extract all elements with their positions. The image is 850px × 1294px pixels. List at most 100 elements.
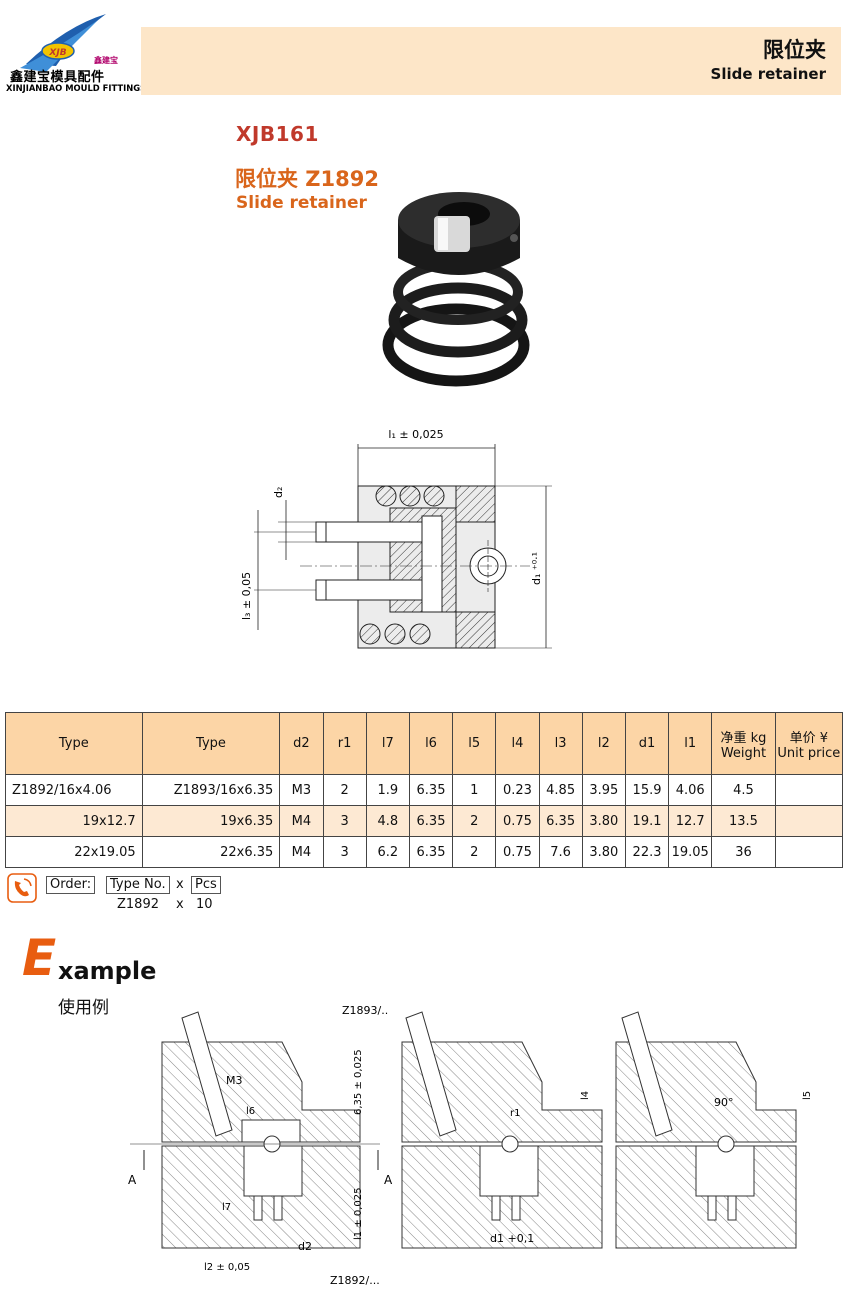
cell-l5: 1 [452, 774, 497, 806]
cell-l4: 0.75 [495, 805, 540, 837]
col-weight: 净重 kg Weight [711, 712, 776, 775]
example-drawing-3: 90° l5 [615, 1011, 813, 1249]
header-title-cn: 限位夹 [763, 38, 826, 62]
order-times-sign: x [176, 877, 184, 892]
header-title-en: Slide retainer [710, 65, 826, 83]
col-type-2: Type [141, 712, 281, 775]
col-d1: d1 [624, 712, 670, 775]
label-z1893: Z1893/.. [342, 1004, 388, 1017]
cell-l5: 2 [452, 836, 497, 868]
order-label: Order: [46, 876, 96, 894]
logo-mark: XJB [48, 48, 66, 58]
label-l6: l6 [246, 1106, 255, 1117]
col-r1: r1 [322, 712, 367, 775]
order-example-qty: 10 [196, 897, 213, 912]
label-m3: M3 [226, 1074, 243, 1087]
col-l1: l1 [668, 712, 713, 775]
cell-type2: Z1893/16x6.35 [141, 774, 281, 806]
cell-type1: 19x12.7 [5, 805, 143, 837]
table-row: 19x12.7 19x6.35 M4 3 4.8 6.35 2 0.75 6.3… [5, 805, 844, 837]
cell-d2: M3 [279, 774, 324, 806]
label-r1: r1 [510, 1108, 520, 1119]
label-section-a-left: A [128, 1173, 137, 1187]
technical-drawing: l₁ ± 0,025 d₂ l₃ ± 0,05 d₁ ⁺⁰·¹ [240, 428, 552, 649]
cell-l7: 4.8 [365, 805, 410, 837]
table-row: 22x19.05 22x6.35 M4 3 6.2 6.35 2 0.75 7.… [5, 836, 844, 868]
logo-company-cn: 鑫建宝模具配件 [10, 70, 105, 85]
cell-l3: 4.85 [538, 774, 583, 806]
example-title-initial: E [22, 929, 57, 987]
spec-table: Type Type d2 r1 l7 l6 l5 l4 l3 l2 d1 l1 … [5, 712, 844, 868]
col-l6: l6 [408, 712, 454, 775]
header-bar [141, 27, 841, 95]
cell-l1: 19.05 [668, 836, 713, 868]
cell-price [774, 805, 844, 837]
cell-l7: 6.2 [365, 836, 410, 868]
label-d1: d1 +0,1 [490, 1232, 534, 1245]
col-l2: l2 [581, 712, 626, 775]
cell-weight: 36 [711, 836, 776, 868]
table-row: Z1892/16x4.06 Z1893/16x6.35 M3 2 1.9 6.3… [5, 774, 844, 806]
cell-l2: 3.80 [581, 836, 626, 868]
cell-type1: Z1892/16x4.06 [5, 774, 143, 806]
order-type-label: Type No. [106, 876, 170, 894]
label-l2: l2 ± 0,05 [204, 1262, 250, 1273]
product-name-cn: 限位夹 Z1892 [235, 167, 379, 191]
cell-price [774, 836, 844, 868]
cell-l2: 3.80 [581, 805, 626, 837]
cell-r1: 2 [322, 774, 367, 806]
phone-order-icon [7, 873, 37, 903]
cell-l4: 0.75 [495, 836, 540, 868]
product-name-en: Slide retainer [236, 193, 367, 213]
label-l7: l7 [222, 1202, 231, 1213]
label-z1892: Z1892/... [330, 1274, 380, 1287]
col-price-en: Unit price [777, 745, 841, 761]
logo-small-text: 鑫建宝 [93, 55, 118, 65]
col-price: 单价 ¥ Unit price [774, 712, 844, 775]
table-header-row: Type Type d2 r1 l7 l6 l5 l4 l3 l2 d1 l1 … [5, 712, 844, 775]
dim-l3: l₃ ± 0,05 [240, 572, 253, 620]
order-example-type: Z1892 [117, 897, 159, 912]
cell-l3: 7.6 [538, 836, 583, 868]
cell-type2: 22x6.35 [141, 836, 281, 868]
cell-l2: 3.95 [581, 774, 626, 806]
example-title: xample [58, 957, 157, 985]
order-times-sign: x [176, 897, 184, 912]
cell-l6: 6.35 [408, 805, 454, 837]
cell-l6: 6.35 [408, 836, 454, 868]
col-price-cn: 单价 ¥ [789, 730, 829, 746]
col-weight-cn: 净重 kg [720, 730, 767, 746]
company-logo: XJB 鑫建宝 [20, 14, 118, 72]
product-photo [382, 192, 530, 387]
label-d2: d2 [298, 1240, 312, 1253]
col-type-1: Type [5, 712, 143, 775]
cell-l3: 6.35 [538, 805, 583, 837]
label-l5: l5 [802, 1091, 813, 1100]
col-weight-en: Weight [720, 745, 767, 761]
cell-l4: 0.23 [495, 774, 540, 806]
example-drawings: M3 l6 l7 d2 l2 ± 0,05 l1 ± 0,025 6,35 ± … [128, 1004, 813, 1287]
cell-type2: 19x6.35 [141, 805, 281, 837]
cell-d1: 22.3 [624, 836, 670, 868]
cell-type1: 22x19.05 [5, 836, 143, 868]
cell-weight: 13.5 [711, 805, 776, 837]
cell-l1: 4.06 [668, 774, 713, 806]
cell-price [774, 774, 844, 806]
product-code: XJB161 [236, 122, 319, 146]
example-title-cn: 使用例 [58, 998, 109, 1018]
col-l7: l7 [365, 712, 410, 775]
label-l4: l4 [580, 1091, 591, 1100]
cell-d1: 19.1 [624, 805, 670, 837]
logo-company-en: XINJIANBAO MOULD FITTINGS [6, 83, 147, 93]
label-section-a-right: A [384, 1173, 393, 1187]
col-l4: l4 [495, 712, 540, 775]
cell-r1: 3 [322, 805, 367, 837]
cell-d1: 15.9 [624, 774, 670, 806]
cell-l7: 1.9 [365, 774, 410, 806]
cell-l5: 2 [452, 805, 497, 837]
label-angle: 90° [714, 1096, 734, 1109]
label-635: 6,35 ± 0,025 [353, 1049, 364, 1115]
cell-d2: M4 [279, 836, 324, 868]
col-l3: l3 [538, 712, 583, 775]
col-l5: l5 [452, 712, 497, 775]
